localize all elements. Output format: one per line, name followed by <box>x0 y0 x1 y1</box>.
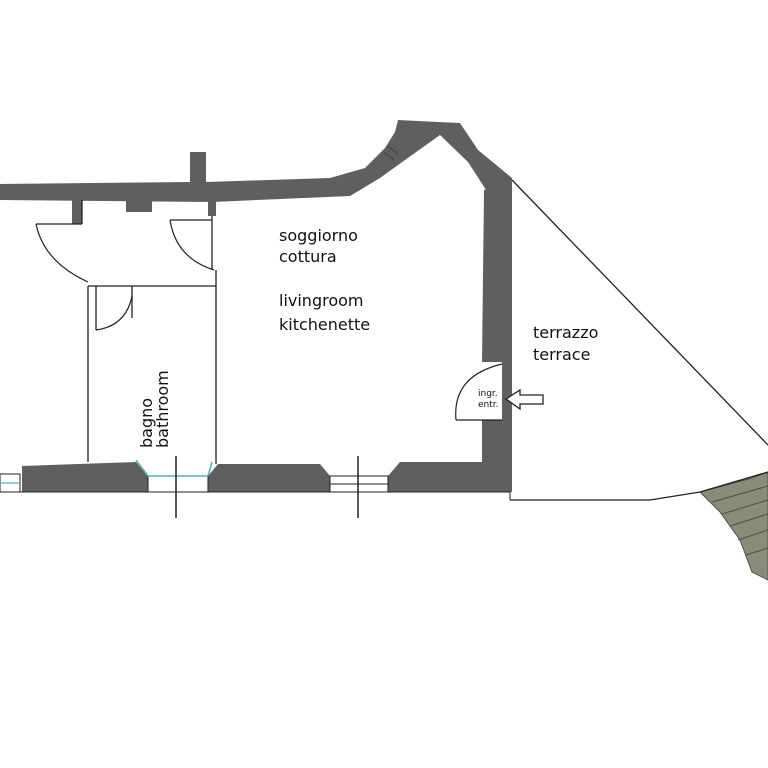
terrace-diagonal-edge <box>511 179 768 446</box>
top-wall <box>0 120 512 202</box>
door-swing-hall <box>35 223 89 283</box>
wall-stub <box>126 198 152 212</box>
living-label-it: soggiorno <box>279 226 358 245</box>
stair-step <box>745 547 768 556</box>
interior-partitions <box>81 200 217 464</box>
stair-step <box>721 499 768 515</box>
window-bathroom-glass-b <box>135 459 149 477</box>
window-bathroom <box>147 475 209 493</box>
stairs <box>699 471 768 581</box>
door-swing-bathroom <box>95 295 133 331</box>
section-markers <box>175 456 359 518</box>
terrace-label-en: terrace <box>533 345 590 364</box>
wall-stub <box>72 198 82 224</box>
bathroom-label-en: bathroom <box>153 370 172 448</box>
terrace-bottom-edge <box>510 471 768 501</box>
bottom-wall-middle <box>208 464 330 492</box>
living-label-it-2: cottura <box>279 247 337 266</box>
walls <box>0 120 512 492</box>
stair-step <box>711 485 768 503</box>
right-wall <box>482 182 512 492</box>
entrance-label-en: entr. <box>478 400 499 410</box>
terrace-label-it: terrazzo <box>533 323 598 342</box>
stair-step <box>737 529 768 541</box>
door-swing-kitchen <box>169 219 215 271</box>
bathroom-label: bagno bathroom <box>137 370 172 448</box>
wall-hatch <box>383 145 399 161</box>
living-label-en-2: kitchenette <box>279 315 370 334</box>
bottom-wall-left <box>22 462 148 492</box>
stair-step <box>729 513 768 527</box>
terrace-outline <box>510 179 768 501</box>
stairs-shape <box>699 471 768 581</box>
wall-stub <box>208 198 216 216</box>
entrance-label-it: ingr. <box>478 389 498 399</box>
arrow-left-icon <box>504 388 544 411</box>
door-swing-entrance <box>455 363 503 421</box>
door-swings <box>35 219 503 421</box>
bottom-wall-right <box>388 462 484 492</box>
bathroom-label-it: bagno <box>137 398 156 448</box>
window-bathroom-glass-c <box>207 461 213 477</box>
living-label-en: livingroom <box>279 291 364 310</box>
